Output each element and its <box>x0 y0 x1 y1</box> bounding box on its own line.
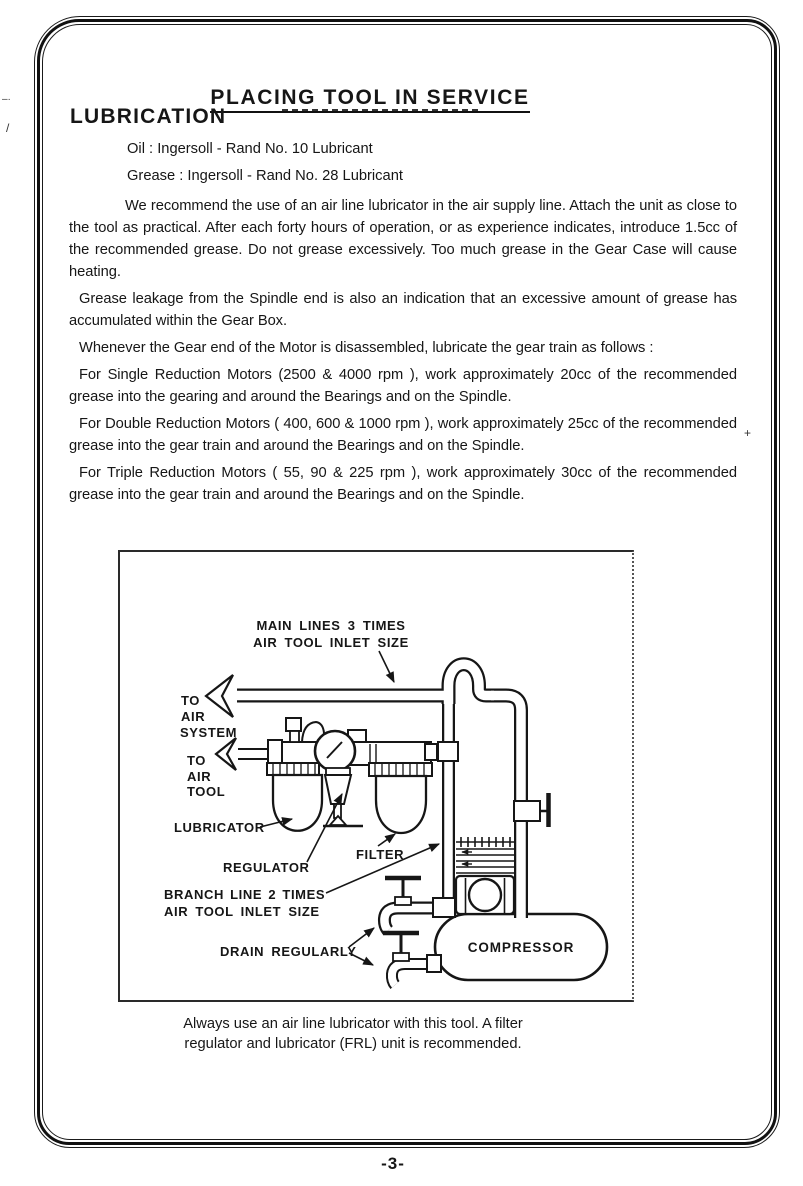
scan-artifact: / <box>6 121 10 135</box>
filter-label: FILTER <box>356 847 404 862</box>
branch-line-label: AIR TOOL INLET SIZE <box>164 904 320 919</box>
to-air-tool-label: TOOL <box>187 784 225 799</box>
compressor-pump <box>454 837 516 916</box>
fill-cap <box>285 717 302 732</box>
paragraph: For Single Reduction Motors (2500 & 4000… <box>69 367 737 405</box>
riser-coupling <box>437 741 459 762</box>
paragraph: We recommend the use of an air line lubr… <box>69 198 737 280</box>
shutoff-valve <box>513 793 551 827</box>
main-line-label: AIR TOOL INLET SIZE <box>253 635 409 650</box>
regulator-gauge <box>313 729 357 773</box>
tank-outlet-fitting <box>426 954 442 973</box>
frl-diagram-box: MAIN LINES 3 TIMES AIR TOOL INLET SIZE T… <box>118 550 634 1002</box>
frl-diagram: MAIN LINES 3 TIMES AIR TOOL INLET SIZE T… <box>164 618 609 989</box>
page-border-inner <box>42 24 772 1140</box>
to-air-system-label: TO <box>181 693 200 708</box>
leader-lines <box>259 650 441 966</box>
elbow-fitting <box>432 897 456 918</box>
page-title-row: PLACING TOOL IN SERVICE <box>0 86 740 113</box>
paragraph: For Triple Reduction Motors ( 55, 90 & 2… <box>69 465 737 503</box>
drain-label: DRAIN REGULARLY <box>220 944 356 959</box>
body-text: We recommend the use of an air line lubr… <box>69 195 737 506</box>
to-air-system-label: SYSTEM <box>180 725 237 740</box>
grease-spec-line: Grease : Ingersoll - Rand No. 28 Lubrica… <box>127 168 403 184</box>
page-border-middle <box>37 19 777 1145</box>
to-air-system-arrow-icon <box>204 674 234 718</box>
section-heading: LUBRICATION <box>70 105 227 128</box>
lubricator-label: LUBRICATOR <box>174 820 265 835</box>
paragraph: Grease leakage from the Spindle end is a… <box>69 291 737 329</box>
gauge-needle <box>326 741 343 759</box>
scan-artifact: + <box>744 426 752 440</box>
frl-unit <box>266 717 438 835</box>
scan-artifact: –· <box>2 94 11 105</box>
caption-line: regulator and lubricator (FRL) unit is r… <box>184 1035 522 1052</box>
title-underline-artifact <box>282 109 478 111</box>
to-air-tool-label: TO <box>187 753 206 768</box>
to-air-tool-arrow-icon <box>214 737 237 771</box>
page-border <box>34 16 780 1148</box>
page-title: PLACING TOOL IN SERVICE <box>210 86 530 113</box>
paragraph: Whenever the Gear end of the Motor is di… <box>79 340 654 356</box>
compressor-label: COMPRESSOR <box>468 940 575 955</box>
main-line-label: MAIN LINES 3 TIMES <box>256 618 405 633</box>
regulator-label: REGULATOR <box>223 860 310 875</box>
paragraph: For Double Reduction Motors ( 400, 600 &… <box>69 416 737 454</box>
regulator-stem <box>323 767 363 828</box>
branch-line-label: BRANCH LINE 2 TIMES <box>164 887 325 902</box>
diagram-caption: Always use an air line lubricator with t… <box>33 1015 673 1054</box>
piston-circle <box>467 877 503 913</box>
lower-drain-valve <box>383 930 419 962</box>
oil-spec-line: Oil : Ingersoll - Rand No. 10 Lubricant <box>127 141 373 157</box>
caption-line: Always use an air line lubricator with t… <box>183 1016 523 1032</box>
cooling-fins <box>456 837 514 874</box>
filter-bowl <box>368 762 433 835</box>
lubricator-bowl <box>266 762 324 832</box>
to-air-tool-label: AIR <box>187 769 211 784</box>
page-number: -3- <box>381 1154 405 1173</box>
to-air-system-label: AIR <box>181 709 205 724</box>
upper-drain-valve <box>385 875 421 906</box>
